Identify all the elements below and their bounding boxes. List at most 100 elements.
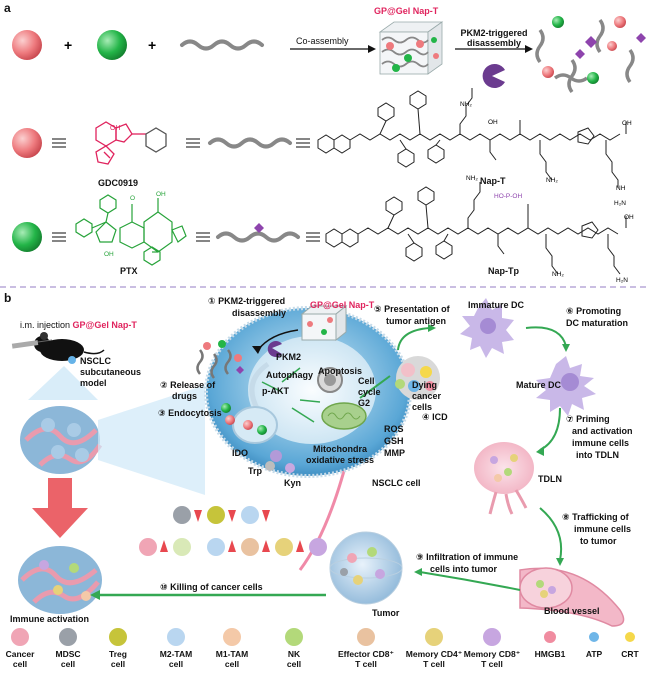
- step6-label: ⑥ Promoting: [566, 306, 622, 316]
- step9b-label: cells into tumor: [430, 564, 498, 574]
- svg-text:OH: OH: [622, 120, 632, 127]
- co-assembly-label: Co-assembly: [296, 36, 349, 46]
- mature-dc-label: Mature DC: [516, 380, 562, 390]
- legend-icons: [11, 628, 635, 646]
- svg-text:NH: NH: [616, 185, 626, 192]
- autophagy-label: Autophagy: [266, 370, 313, 380]
- nsclc-model-label: NSCLC subcutaneous model: [80, 356, 142, 388]
- legend-item-label: M2-TAM: [159, 649, 193, 659]
- nsclc-cell-label: NSCLC cell: [372, 478, 421, 488]
- released-drugs: [196, 340, 244, 379]
- step3-label: ③ Endocytosis: [158, 408, 222, 418]
- svg-text:OH: OH: [624, 214, 634, 221]
- gdc-sphere-row2: [12, 128, 42, 158]
- svg-text:OH: OH: [104, 251, 114, 258]
- legend-item: CRT: [598, 649, 650, 659]
- legend-item-label: Memory CD4⁺: [405, 649, 463, 659]
- blood-vessel: [519, 567, 625, 627]
- svg-text:NH₂: NH₂: [552, 271, 564, 278]
- legend-item-sublabel: T cell: [423, 659, 445, 669]
- pkm2-label: PKM2: [276, 352, 302, 362]
- step1b-label: disassembly: [232, 308, 287, 318]
- step7d-label: into TDLN: [576, 450, 619, 460]
- step7c-label: immune cells: [572, 438, 630, 448]
- legend-item: Effector CD8⁺T cell: [334, 649, 398, 669]
- legend-item: Memory CD8⁺T cell: [460, 649, 524, 669]
- mature-dc: [536, 356, 596, 416]
- legend-item-label: Effector CD8⁺: [338, 649, 394, 659]
- panel-b-graphics: [11, 298, 635, 646]
- step4-label: ④ ICD: [422, 412, 448, 422]
- nap-t-structure: [317, 88, 627, 188]
- panel-a-graphics: + +: [0, 16, 650, 288]
- svg-text:OH: OH: [488, 119, 498, 126]
- injection-label: i.m. injection GP@Gel Nap-T: [20, 320, 137, 331]
- injection-prefix: i.m. injection: [20, 320, 71, 330]
- step8c-label: to tumor: [580, 536, 617, 546]
- tumor-sphere: [329, 531, 403, 605]
- svg-text:H₂N: H₂N: [616, 277, 628, 284]
- kyn-label: Kyn: [284, 478, 302, 488]
- ptx-structure: [75, 194, 187, 266]
- tumor-mass-top: [20, 406, 103, 474]
- tumor-mass-bottom: [18, 546, 102, 614]
- ptx-sphere: [97, 30, 127, 60]
- legend-item-sublabel: cell: [286, 659, 302, 669]
- legend-item-sublabel: cell: [224, 659, 240, 669]
- immature-dc-label: Immature DC: [468, 300, 525, 310]
- blood-vessel-label: Blood vessel: [544, 606, 600, 616]
- svg-text:+: +: [64, 37, 72, 53]
- panel-a-label: a: [4, 1, 11, 15]
- nap-tp-strand: [216, 231, 300, 243]
- ros-label: ROS: [384, 424, 404, 434]
- legend-item-sublabel: cell: [60, 659, 76, 669]
- legend-item-label: HMGB1: [534, 649, 566, 659]
- legend-item-sublabel: cell: [168, 659, 184, 669]
- step10-label: ⑩ Killing of cancer cells: [160, 582, 263, 592]
- legend-item-label: Memory CD8⁺: [463, 649, 521, 659]
- step7-label: ⑦ Priming: [566, 414, 610, 424]
- step2b-label: drugs: [172, 391, 198, 401]
- phosphate-diamond: [254, 223, 264, 233]
- pkm2-enzyme-icon: [482, 64, 505, 88]
- legend-item-label: CRT: [621, 649, 639, 659]
- syringe-icon: [11, 339, 53, 349]
- svg-text:H₂N: H₂N: [614, 200, 626, 207]
- tumor-label: Tumor: [372, 608, 400, 618]
- hydrogel-cube: [378, 21, 444, 75]
- step5-label: ⑤ Presentation of: [374, 304, 450, 314]
- disassembled-products: [535, 16, 646, 94]
- svg-text:NH₂: NH₂: [460, 101, 472, 108]
- svg-text:O: O: [130, 195, 135, 202]
- injection-drug: GP@Gel Nap-T: [72, 320, 137, 330]
- panel-b-label: b: [4, 291, 12, 305]
- legend-item: ATP: [562, 649, 626, 659]
- tdln-label: TDLN: [538, 474, 562, 484]
- ptx-sphere-row3: [12, 222, 42, 252]
- step2-label: ② Release of: [160, 380, 216, 390]
- legend-item-label: NK: [287, 649, 301, 659]
- legend-item-sublabel: cell: [110, 659, 126, 669]
- svg-text:OH: OH: [110, 125, 121, 132]
- nap-tp-label: Nap-Tp: [488, 266, 519, 276]
- step9-label: ⑨ Infiltration of immune: [416, 552, 519, 562]
- phospho-group: HO-P-OH: [494, 193, 522, 200]
- dying-cancer-cells: [395, 356, 440, 400]
- legend-item-label: ATP: [585, 649, 603, 659]
- step6b-label: DC maturation: [566, 318, 629, 328]
- legend-item-label: Treg: [109, 649, 127, 659]
- pkm2-disassembly-label: PKM2-triggered disassembly: [460, 28, 528, 48]
- pakt-label: p-AKT: [262, 386, 289, 396]
- pkm2-pacman-icon: [267, 341, 282, 357]
- nap-t-strand: [208, 137, 292, 149]
- step8-label: ⑧ Trafficking of: [562, 512, 629, 522]
- gsh-label: GSH: [384, 436, 404, 446]
- tdln-lymph-node: [474, 442, 534, 515]
- apoptosis-label: Apoptosis: [318, 366, 362, 376]
- mmp-label: MMP: [384, 448, 405, 458]
